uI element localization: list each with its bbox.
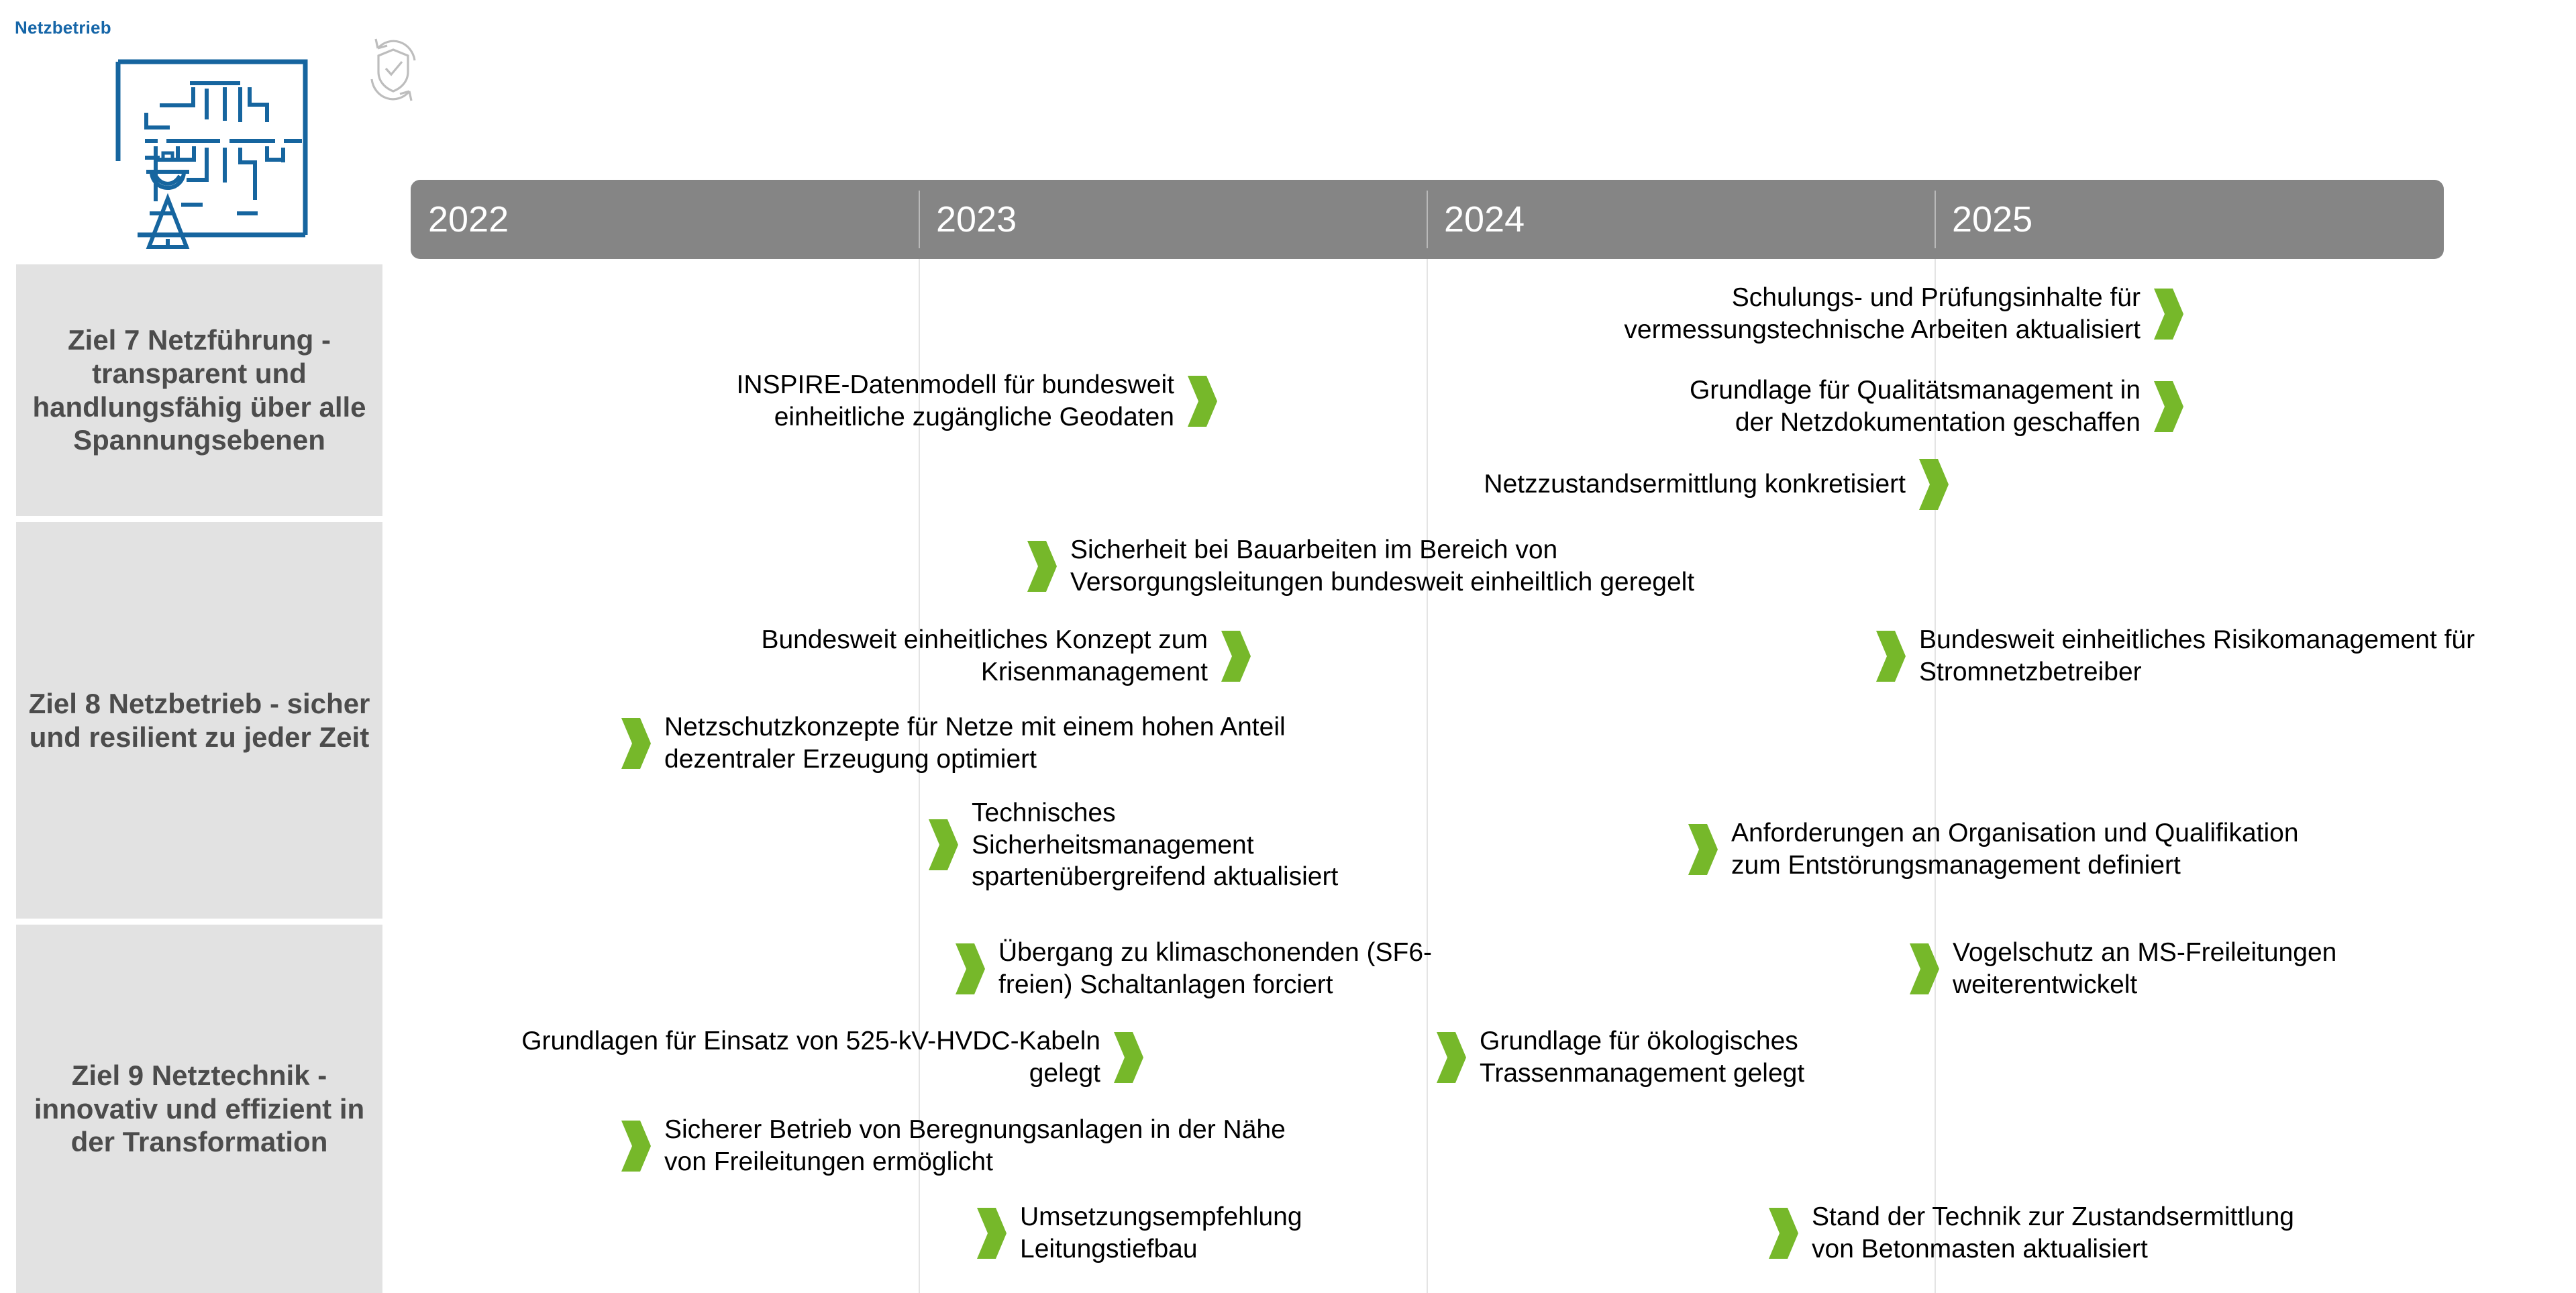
- year-cell-2022: 2022: [411, 180, 919, 259]
- year-cell-2023: 2023: [919, 180, 1427, 259]
- milestone-item[interactable]: Bundesweit einheitliches Risikomanagemen…: [1872, 624, 2570, 688]
- milestone-item[interactable]: Stand der Technik zur Zustandsermittlung…: [1765, 1201, 2489, 1265]
- row-label-text: Ziel 8 Netzbetrieb - sicher und resilien…: [28, 687, 370, 753]
- row-label-text: Ziel 9 Netztechnik - innovativ und effiz…: [34, 1059, 365, 1158]
- page-title: Netzbetrieb: [15, 17, 111, 38]
- milestone-item[interactable]: Schulungs- und Prüfungsinhalte für verme…: [1476, 282, 2187, 346]
- chevron-right-icon: [1919, 459, 1949, 510]
- milestone-text: Übergang zu klimaschonenden (SF6- freien…: [998, 938, 1433, 999]
- year-divider: [919, 191, 920, 248]
- milestone-item[interactable]: Grundlage für Qualitätsmanagement in der…: [1530, 374, 2187, 438]
- milestone-item[interactable]: Bundesweit einheitliches Konzept zum Kri…: [631, 624, 1255, 688]
- chevron-right-icon: [956, 943, 985, 994]
- milestone-item[interactable]: Technisches Sicherheitsmanagement sparte…: [925, 797, 1448, 893]
- grid-line-2024: [1427, 259, 1428, 1293]
- row-label-ziel9: Ziel 9 Netztechnik - innovativ und effiz…: [16, 925, 382, 1293]
- row-label-ziel8: Ziel 8 Netzbetrieb - sicher und resilien…: [16, 522, 382, 919]
- milestone-text: INSPIRE-Datenmodell für bundesweit einhe…: [736, 370, 1174, 431]
- milestone-text: Grundlagen für Einsatz von 525-kV-HVDC-K…: [521, 1027, 1100, 1088]
- timeline-year-bar: 2022 2023 2024 2025: [411, 180, 2444, 259]
- milestone-item[interactable]: Sicherer Betrieb von Beregnungsanlagen i…: [617, 1114, 1396, 1178]
- year-divider: [1935, 191, 1936, 248]
- milestone-item[interactable]: Netzzustandsermittlung konkretisiert: [1396, 456, 1953, 513]
- chevron-right-icon: [621, 1120, 651, 1172]
- milestone-text: Anforderungen an Organisation und Qualif…: [1731, 819, 2299, 880]
- chevron-right-icon: [1188, 375, 1217, 427]
- milestone-item[interactable]: Netzschutzkonzepte für Netze mit einem h…: [617, 711, 1376, 775]
- milestone-item[interactable]: Übergang zu klimaschonenden (SF6- freien…: [951, 937, 1542, 1000]
- year-cell-2024: 2024: [1427, 180, 1935, 259]
- chevron-right-icon: [929, 819, 958, 871]
- milestone-text: Stand der Technik zur Zustandsermittlung…: [1812, 1202, 2294, 1263]
- milestone-text: Bundesweit einheitliches Risikomanagemen…: [1919, 625, 2475, 686]
- year-label: 2022: [428, 199, 509, 240]
- shield-refresh-icon: [370, 38, 416, 101]
- milestone-text: Sicherer Betrieb von Beregnungsanlagen i…: [664, 1115, 1286, 1176]
- milestone-text: Bundesweit einheitliches Konzept zum Kri…: [761, 625, 1208, 686]
- chevron-right-icon: [1027, 540, 1057, 592]
- chevron-right-icon: [2154, 288, 2183, 340]
- row-label-text: Ziel 7 Netzführung - transparent und han…: [32, 324, 366, 456]
- milestone-item[interactable]: Grundlage für ökologisches Trassenmanage…: [1433, 1025, 2037, 1089]
- milestone-text: Grundlage für Qualitätsmanagement in der…: [1689, 376, 2141, 437]
- milestone-item[interactable]: INSPIRE-Datenmodell für bundesweit einhe…: [631, 369, 1221, 433]
- milestone-item[interactable]: Umsetzungsempfehlung Leitungstiefbau: [973, 1201, 1402, 1265]
- chevron-right-icon: [1221, 630, 1251, 682]
- milestone-text: Netzzustandsermittlung konkretisiert: [1484, 470, 1906, 499]
- milestone-item[interactable]: Anforderungen an Organisation und Qualif…: [1684, 817, 2476, 881]
- chevron-right-icon: [2154, 380, 2183, 432]
- grid-line-2023: [919, 259, 920, 1293]
- chevron-right-icon: [621, 717, 651, 769]
- year-label: 2025: [1952, 199, 2033, 240]
- milestone-text: Umsetzungsempfehlung Leitungstiefbau: [1020, 1202, 1302, 1263]
- milestone-text: Netzschutzkonzepte für Netze mit einem h…: [664, 713, 1286, 774]
- chevron-right-icon: [977, 1207, 1007, 1259]
- year-cell-2025: 2025: [1935, 180, 2444, 259]
- chevron-right-icon: [1876, 630, 1906, 682]
- chevron-right-icon: [1437, 1031, 1466, 1083]
- chevron-right-icon: [1688, 823, 1718, 875]
- engineer-network-board-icon: [115, 59, 308, 249]
- chevron-right-icon: [1114, 1031, 1143, 1083]
- milestone-text: Grundlage für ökologisches Trassenmanage…: [1480, 1027, 1805, 1088]
- milestone-item[interactable]: Vogelschutz an MS-Freileitungen weiteren…: [1906, 937, 2543, 1000]
- row-label-ziel7: Ziel 7 Netzführung - transparent und han…: [16, 264, 382, 516]
- milestone-item[interactable]: Grundlagen für Einsatz von 525-kV-HVDC-K…: [416, 1025, 1147, 1089]
- milestone-item[interactable]: Sicherheit bei Bauarbeiten im Bereich vo…: [1023, 534, 1862, 598]
- chevron-right-icon: [1910, 943, 1939, 994]
- milestone-text: Sicherheit bei Bauarbeiten im Bereich vo…: [1070, 535, 1695, 597]
- milestone-text: Schulungs- und Prüfungsinhalte für verme…: [1624, 283, 2141, 344]
- year-label: 2024: [1444, 199, 1525, 240]
- milestone-text: Technisches Sicherheitsmanagement sparte…: [972, 798, 1339, 892]
- milestone-text: Vogelschutz an MS-Freileitungen weiteren…: [1953, 938, 2337, 999]
- chevron-right-icon: [1769, 1207, 1798, 1259]
- grid-line-2025: [1935, 259, 1936, 1293]
- year-divider: [1427, 191, 1428, 248]
- year-label: 2023: [936, 199, 1017, 240]
